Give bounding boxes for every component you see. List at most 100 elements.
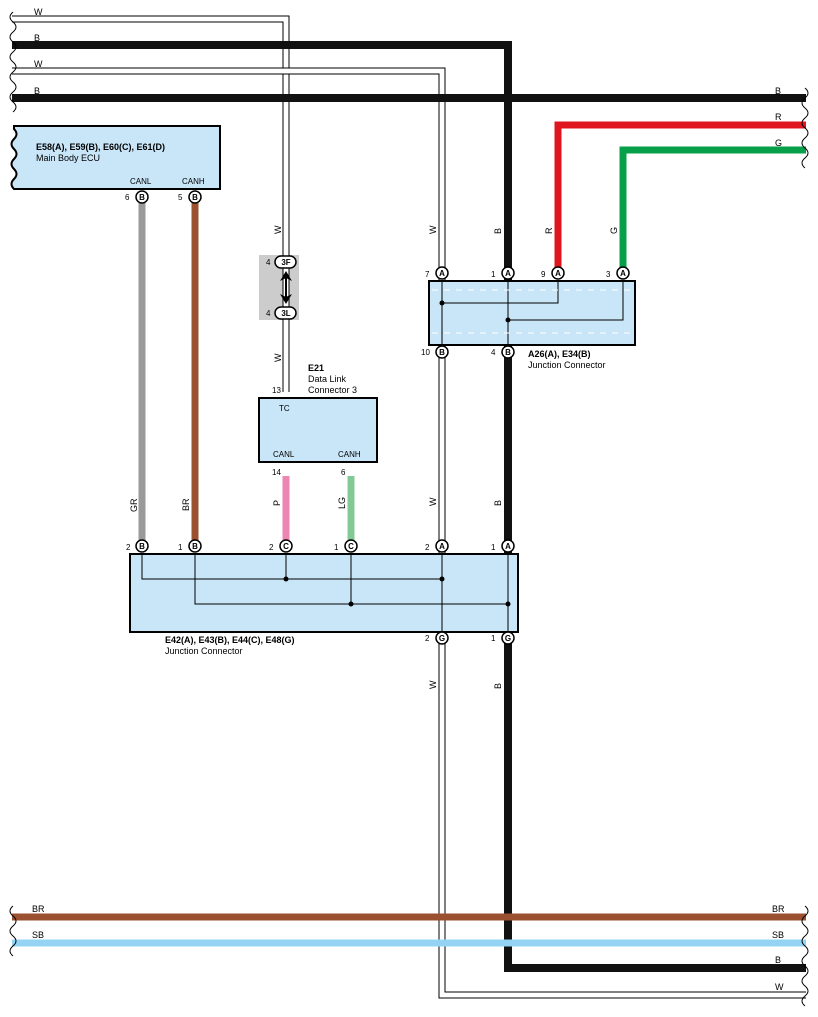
wire-b-top-1 [12,41,806,972]
junction-connector-a26: 7 1 9 3 A A A A 10 4 B B A26(A), E34(B) … [421,266,636,370]
ecu-pin-canl: B [135,190,149,204]
e42-pin1-num: 2 [126,543,131,552]
label-right-r: R [775,112,782,122]
ecu-pin-canh-code: B [192,193,198,202]
left-break-marks [9,11,17,957]
e42-pin2-code: B [192,542,198,551]
dlc-pin-canl-num: 14 [272,468,281,477]
e42-pin6-code: A [505,542,511,551]
ecu-title: E58(A), E59(B), E60(C), E61(D) [36,142,165,152]
a26-title: A26(A), E34(B) [528,349,591,359]
label-v-lg: LG [337,497,347,509]
ecu-pin-canl-code: B [139,193,145,202]
label-right-g: G [775,138,782,148]
e42-bpin1-num: 2 [425,634,430,643]
data-link-connector: E21 Data Link Connector 3 13 TC CANL CAN… [258,363,378,477]
right-break-marks [801,87,809,1007]
ecu-term-canl: CANL [130,177,152,186]
a26-pin4-code: A [620,269,626,278]
ecu-term-canh: CANH [182,177,205,186]
dlc-name-line2: Connector 3 [308,385,357,395]
e42-pin5-code: A [439,542,445,551]
label-v-w-a26: W [428,225,438,234]
dlc-term-canl: CANL [273,450,295,459]
e42-pin3-code: C [283,542,289,551]
e42-bpin1-code: G [439,634,445,643]
a26-pin1-code: A [439,269,445,278]
ecu-pin-canl-num: 6 [125,193,130,202]
ecu-pin-canh-num: 5 [178,193,183,202]
label-top-w1: W [34,7,43,17]
a26-pin3-code: A [555,269,561,278]
a26-pin1-num: 7 [425,270,430,279]
e42-pin1-code: B [139,542,145,551]
dlc-pin-tc-num: 13 [272,386,281,395]
e42-pin6-num: 1 [491,543,496,552]
dlc-id: E21 [308,363,324,373]
e42-internal-lines [141,554,509,632]
wire-labels: W B W B B R G BR BR SB SB B W W W W B R … [32,7,785,992]
dlc-name-line1: Data Link [308,374,347,384]
label-v-b-a26: B [493,228,503,234]
main-body-ecu: E58(A), E59(B), E60(C), E61(D) Main Body… [10,125,221,204]
label-v-w-e21: W [273,225,283,234]
label-v-br: BR [181,498,191,511]
a26-bpin1-num: 10 [421,348,430,357]
a26-internal-lines [441,281,624,345]
e42-pin3-num: 2 [269,543,274,552]
e42-name: Junction Connector [165,646,243,656]
dlc-pin-canh-num: 6 [341,468,346,477]
splice-bottom-num: 4 [266,309,271,318]
dlc-term-canh: CANH [338,450,361,459]
ecu-name: Main Body ECU [36,153,100,163]
wire-r [554,121,806,270]
splice-top-num: 4 [266,258,271,267]
e42-bpin2-num: 1 [491,634,496,643]
wire-w-top-2-core [12,68,806,998]
a26-pin2-code: A [505,269,511,278]
label-bot-sb-l: SB [32,930,44,940]
label-v-w-e21-low: W [273,353,283,362]
label-v-w-mid: W [428,497,438,506]
dlc-term-tc: TC [279,404,290,413]
label-top-w2: W [34,59,43,69]
a26-pin3-num: 9 [541,270,546,279]
label-v-w-low: W [428,680,438,689]
splice-double-arrow-icon [280,271,292,304]
label-bot-w-r: W [775,982,784,992]
e42-box [129,553,519,633]
splice-connector: 4 3F 4 3L [259,255,299,320]
splice-bottom-code: 3L [281,309,290,318]
label-bot-br-l: BR [32,904,45,914]
label-v-p: P [272,500,282,506]
wire-w-top-2 [12,67,806,999]
label-bot-sb-r: SB [772,930,784,940]
wire-w-top-1-core [12,16,289,392]
label-bot-br-r: BR [772,904,785,914]
a26-bpin1-code: B [439,348,445,357]
label-v-g-a26: G [609,227,619,234]
e42-pin2-num: 1 [178,543,183,552]
e42-bpin2-code: G [505,634,511,643]
label-bot-b-r: B [775,955,781,965]
a26-name: Junction Connector [528,360,606,370]
a26-box [428,280,636,346]
label-top-b2: B [34,86,40,96]
a26-dashed-lines [432,289,632,334]
wire-w-top-1 [12,15,290,392]
dlc-box [258,397,378,463]
splice-top-code: 3F [281,258,290,267]
label-v-b-low: B [493,683,503,689]
e42-pin4-num: 1 [334,543,339,552]
ecu-box [10,125,221,190]
label-v-gr: GR [129,498,139,512]
a26-pin4-num: 3 [606,270,611,279]
label-top-b1: B [34,33,40,43]
label-right-b: B [775,86,781,96]
a26-bpin2-code: B [505,348,511,357]
a26-bpin2-num: 4 [491,348,496,357]
wire-g [619,146,806,270]
ecu-pin-canh: B [188,190,202,204]
junction-connector-e42: 2 1 2 1 2 1 B B C C A A 2 1 G G E42(A), … [126,539,519,656]
